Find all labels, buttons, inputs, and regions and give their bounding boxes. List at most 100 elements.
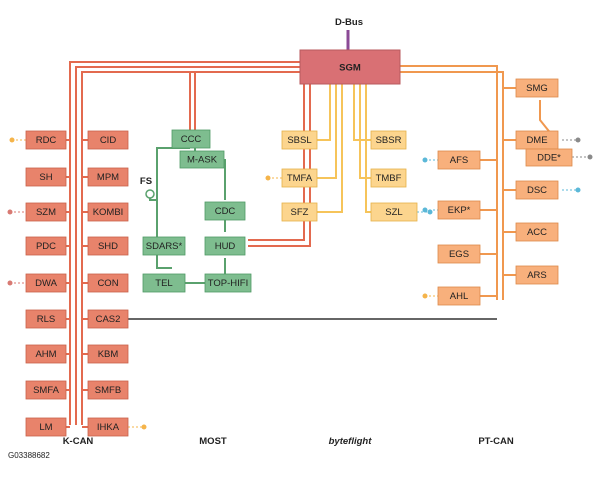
module-cas2[interactable]: CAS2 xyxy=(87,309,129,329)
module-label: SBSL xyxy=(287,135,311,146)
module-cid[interactable]: CID xyxy=(87,130,129,150)
module-sh[interactable]: SH xyxy=(25,167,67,187)
module-label: LM xyxy=(39,422,52,433)
module-box xyxy=(87,130,129,150)
k-can-bus-lines xyxy=(66,61,300,428)
dot-dsc xyxy=(562,187,581,193)
module-box xyxy=(87,273,129,293)
module-label: SHD xyxy=(98,241,118,252)
module-m-ask[interactable]: M-ASK xyxy=(179,150,225,169)
module-acc[interactable]: ACC xyxy=(515,222,559,242)
module-afs[interactable]: AFS xyxy=(437,150,481,170)
dot-rdc xyxy=(9,137,26,143)
module-cdc[interactable]: CDC xyxy=(204,201,246,221)
module-box xyxy=(25,167,67,187)
dot-dme xyxy=(562,137,581,143)
module-box xyxy=(87,417,129,437)
module-smfb[interactable]: SMFB xyxy=(87,380,129,400)
module-box xyxy=(171,129,211,149)
module-ahl[interactable]: AHL xyxy=(437,286,481,306)
module-box xyxy=(25,236,67,256)
module-lm[interactable]: LM xyxy=(25,417,67,437)
module-label: ARS xyxy=(527,270,547,281)
module-szl[interactable]: SZL xyxy=(370,202,418,222)
module-pdc[interactable]: PDC xyxy=(25,236,67,256)
module-egs[interactable]: EGS xyxy=(437,244,481,264)
module-label: SMFA xyxy=(33,385,60,396)
module-label: M-ASK xyxy=(187,155,218,166)
module-hud[interactable]: HUD xyxy=(204,236,246,256)
module-smfa[interactable]: SMFA xyxy=(25,380,67,400)
module-label: SMG xyxy=(526,83,548,94)
module-rls[interactable]: RLS xyxy=(25,309,67,329)
module-box xyxy=(25,309,67,329)
module-label: AFS xyxy=(450,155,468,166)
dot-ekp xyxy=(422,207,438,213)
module-label: DDE* xyxy=(537,153,561,164)
module-rdc[interactable]: RDC xyxy=(25,130,67,150)
module-sbsr[interactable]: SBSR xyxy=(370,130,407,150)
module-box xyxy=(87,167,129,187)
module-label: ACC xyxy=(527,227,547,238)
module-sdars[interactable]: SDARS* xyxy=(142,236,186,256)
module-ahm[interactable]: AHM xyxy=(25,344,67,364)
module-ihka[interactable]: IHKA xyxy=(87,417,129,437)
module-label: RLS xyxy=(37,314,55,325)
module-dsc[interactable]: DSC xyxy=(515,180,559,200)
most-label: MOST xyxy=(199,436,227,447)
dot-szl xyxy=(417,209,433,215)
module-tmfa[interactable]: TMFA xyxy=(281,168,318,188)
module-box xyxy=(437,244,481,264)
module-ccc[interactable]: CCC xyxy=(171,129,211,149)
d-bus-label: D-Bus xyxy=(335,17,363,28)
module-tel[interactable]: TEL xyxy=(142,273,186,293)
module-label: SBSR xyxy=(376,135,402,146)
module-box xyxy=(87,236,129,256)
module-box xyxy=(204,236,246,256)
module-label: KOMBI xyxy=(93,207,124,218)
module-label: TMBF xyxy=(376,173,402,184)
sgm-label: SGM xyxy=(339,63,361,74)
module-box xyxy=(515,222,559,242)
module-box xyxy=(437,200,481,220)
module-ars[interactable]: ARS xyxy=(515,265,559,285)
module-box xyxy=(25,130,67,150)
module-dme[interactable]: DME xyxy=(515,130,559,150)
module-mpm[interactable]: MPM xyxy=(87,167,129,187)
module-tmbf[interactable]: TMBF xyxy=(370,168,407,188)
module-top-hifi[interactable]: TOP-HIFI xyxy=(204,273,252,293)
module-smg[interactable]: SMG xyxy=(515,78,559,98)
module-box xyxy=(281,130,318,150)
module-label: HUD xyxy=(215,241,236,252)
module-shd[interactable]: SHD xyxy=(87,236,129,256)
k-can-label: K-CAN xyxy=(63,436,94,447)
module-box xyxy=(25,417,67,437)
module-label: CCC xyxy=(181,134,202,145)
module-box xyxy=(437,150,481,170)
module-box xyxy=(25,380,67,400)
pt-can-lines xyxy=(400,65,557,300)
module-dwa[interactable]: DWA xyxy=(25,273,67,293)
module-box xyxy=(25,273,67,293)
module-box xyxy=(87,380,129,400)
module-label: DSC xyxy=(527,185,547,196)
pt-can-label: PT-CAN xyxy=(478,436,514,447)
byteflight-label: byteflight xyxy=(329,436,373,447)
module-label: PDC xyxy=(36,241,56,252)
module-kbm[interactable]: KBM xyxy=(87,344,129,364)
module-box xyxy=(87,344,129,364)
module-kombi[interactable]: KOMBI xyxy=(87,202,129,222)
connection-lines xyxy=(66,30,557,428)
module-box xyxy=(204,201,246,221)
module-box xyxy=(87,309,129,329)
module-ekp[interactable]: EKP* xyxy=(437,200,481,220)
module-label: TMFA xyxy=(287,173,313,184)
module-dde[interactable]: DDE* xyxy=(525,148,573,167)
module-sbsl[interactable]: SBSL xyxy=(281,130,318,150)
module-label: AHL xyxy=(450,291,468,302)
sgm-module[interactable]: SGM xyxy=(299,49,401,85)
module-label: CID xyxy=(100,135,117,146)
module-con[interactable]: CON xyxy=(87,273,129,293)
module-szm[interactable]: SZM xyxy=(25,202,67,222)
module-sfz[interactable]: SFZ xyxy=(281,202,318,222)
